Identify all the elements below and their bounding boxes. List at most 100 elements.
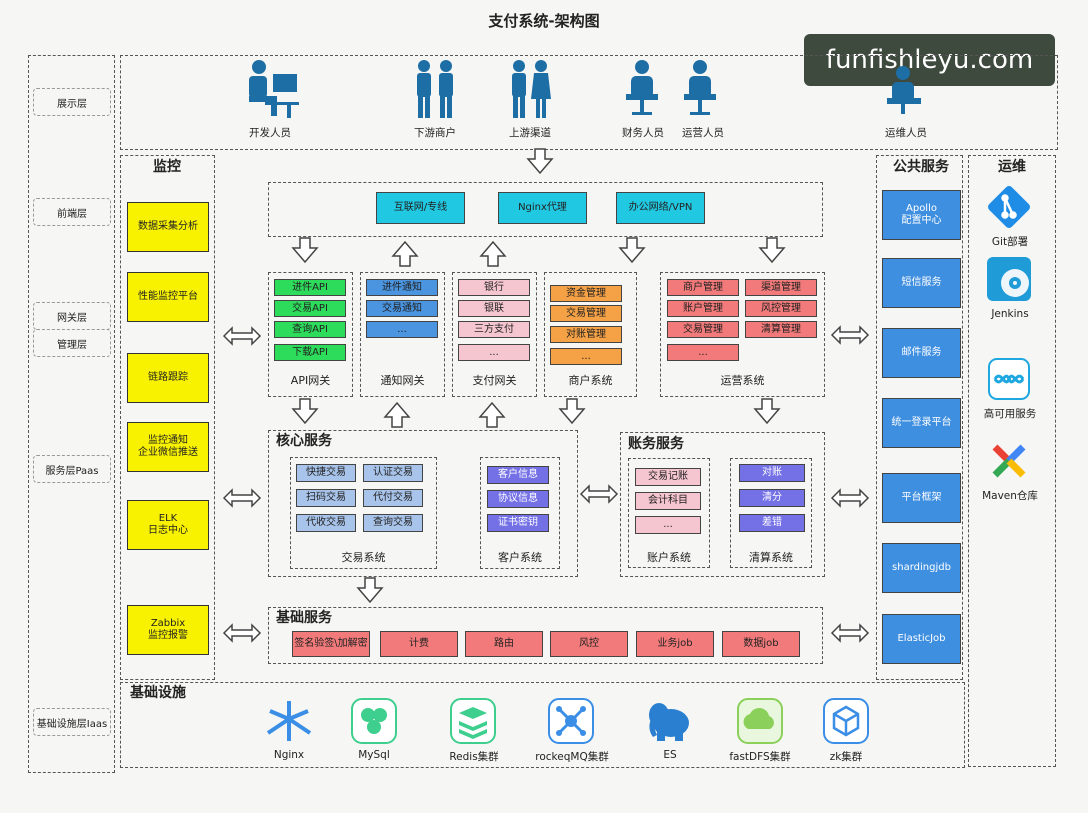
monitor-item: 监控通知 企业微信推送 <box>127 422 209 472</box>
api-item: 交易API <box>274 300 346 317</box>
devops-caption: Jenkins <box>991 308 1029 320</box>
maven-icon <box>985 437 1035 485</box>
api-gateway-frame <box>268 272 353 397</box>
monitor-title: 监控 <box>153 159 181 175</box>
trade-item: 查询交易 <box>363 514 423 532</box>
public-item: 平台框架 <box>882 473 961 523</box>
watermark: funfishleyu.com <box>804 34 1055 86</box>
layer-management: 管理层 <box>33 329 111 357</box>
pay-item: 三方支付 <box>458 321 530 338</box>
merchant-system-frame <box>544 272 637 397</box>
base-item: 数据job <box>722 631 800 657</box>
git-icon <box>985 183 1035 231</box>
ops-item: 清算管理 <box>745 321 817 338</box>
clearing-item: 清分 <box>739 489 805 507</box>
public-item: 邮件服务 <box>882 328 961 378</box>
base-service-frame <box>268 607 823 664</box>
monitor-item: ELK 日志中心 <box>127 500 209 550</box>
jenkins-icon <box>985 255 1035 303</box>
ha-service-icon <box>985 355 1035 403</box>
layer-presentation: 展示层 <box>33 88 111 116</box>
devops-caption: Maven仓库 <box>982 490 1038 502</box>
frontend-nginx-proxy: Nginx代理 <box>498 192 587 224</box>
upstream-channel-icon <box>505 58 555 118</box>
ops-system-frame <box>660 272 825 397</box>
customer-item: 协议信息 <box>487 490 549 508</box>
clearing-item: 差错 <box>739 514 805 532</box>
account-item: ... <box>635 516 701 534</box>
accounting-service-frame <box>620 432 825 577</box>
frontend-frame <box>268 182 823 237</box>
infra-caption: Nginx <box>273 749 305 761</box>
frontend-internet: 互联网/专线 <box>376 192 465 224</box>
public-item: ElasticJob <box>882 614 961 664</box>
devops-frame <box>968 155 1056 767</box>
layer-paas: 服务层Paas <box>33 455 111 483</box>
pay-item: 银行 <box>458 279 530 296</box>
zookeeper-icon <box>822 697 872 745</box>
public-item: Apollo 配置中心 <box>882 190 961 240</box>
clearing-item: 对账 <box>739 464 805 482</box>
public-item: shardingjdb <box>882 543 961 593</box>
base-service-title: 基础服务 <box>276 610 332 626</box>
infra-caption: fastDFS集群 <box>729 751 791 763</box>
api-item: 查询API <box>274 321 346 338</box>
base-item: 业务job <box>636 631 714 657</box>
persona-downstream-merchant: 下游商户 <box>414 127 456 139</box>
account-system-caption: 账户系统 <box>647 551 691 564</box>
presentation-layer-frame <box>120 55 1058 150</box>
diagram-title: 支付系统-架构图 <box>488 12 600 30</box>
monitor-frame <box>120 155 215 680</box>
notify-item: ... <box>366 321 438 338</box>
trade-item: 快捷交易 <box>296 464 356 482</box>
base-item: 风控 <box>550 631 628 657</box>
api-item: 下载API <box>274 344 346 361</box>
fastdfs-icon <box>736 697 786 745</box>
monitor-item: Zabbix 监控报警 <box>127 605 209 655</box>
persona-operations: 运营人员 <box>682 127 724 139</box>
pay-gateway-caption: 支付网关 <box>472 374 517 387</box>
notify-item: 进件通知 <box>366 279 438 296</box>
account-item: 交易记账 <box>635 468 701 486</box>
persona-developer: 开发人员 <box>249 127 291 139</box>
pay-item: 银联 <box>458 300 530 317</box>
infra-caption: rockeqMQ集群 <box>535 751 609 763</box>
infra-caption: Redis集群 <box>449 751 499 763</box>
ops-item: ... <box>667 344 739 361</box>
ops-item: 商户管理 <box>667 279 739 296</box>
trade-item: 扫码交易 <box>296 489 356 507</box>
layer-column <box>28 55 115 773</box>
merchant-item: ... <box>550 348 622 365</box>
notify-item: 交易通知 <box>366 300 438 317</box>
notify-gateway-frame <box>360 272 445 397</box>
ops-item: 风控管理 <box>745 300 817 317</box>
accounting-service-title: 账务服务 <box>628 436 684 452</box>
operations-staff-icon <box>680 58 730 115</box>
api-gateway-caption: API网关 <box>290 374 331 387</box>
customer-item: 客户信息 <box>487 466 549 484</box>
customer-item: 证书密钥 <box>487 514 549 532</box>
persona-upstream-channel: 上游渠道 <box>509 127 551 139</box>
core-service-title: 核心服务 <box>276 433 332 449</box>
infra-caption: MySql <box>358 749 390 761</box>
trade-item: 代付交易 <box>363 489 423 507</box>
core-service-frame <box>268 430 578 577</box>
nginx-icon <box>264 697 314 745</box>
merchant-system-caption: 商户系统 <box>568 374 613 387</box>
devops-staff-icon <box>883 64 933 114</box>
base-item: 路由 <box>465 631 543 657</box>
api-item: 进件API <box>274 279 346 296</box>
public-item: 统一登录平台 <box>882 398 961 448</box>
trade-system-caption: 交易系统 <box>341 551 386 564</box>
merchant-item: 对账管理 <box>550 326 622 343</box>
persona-finance: 财务人员 <box>622 127 664 139</box>
merchant-item: 资金管理 <box>550 285 622 302</box>
base-item: 计费 <box>380 631 458 657</box>
mysql-icon <box>350 697 400 745</box>
layer-iaas: 基础设施层Iaas <box>33 708 111 736</box>
public-service-title: 公共服务 <box>893 159 949 175</box>
persona-devops: 运维人员 <box>885 127 927 139</box>
pay-gateway-frame <box>452 272 537 397</box>
monitor-item: 数据采集分析 <box>127 202 209 252</box>
